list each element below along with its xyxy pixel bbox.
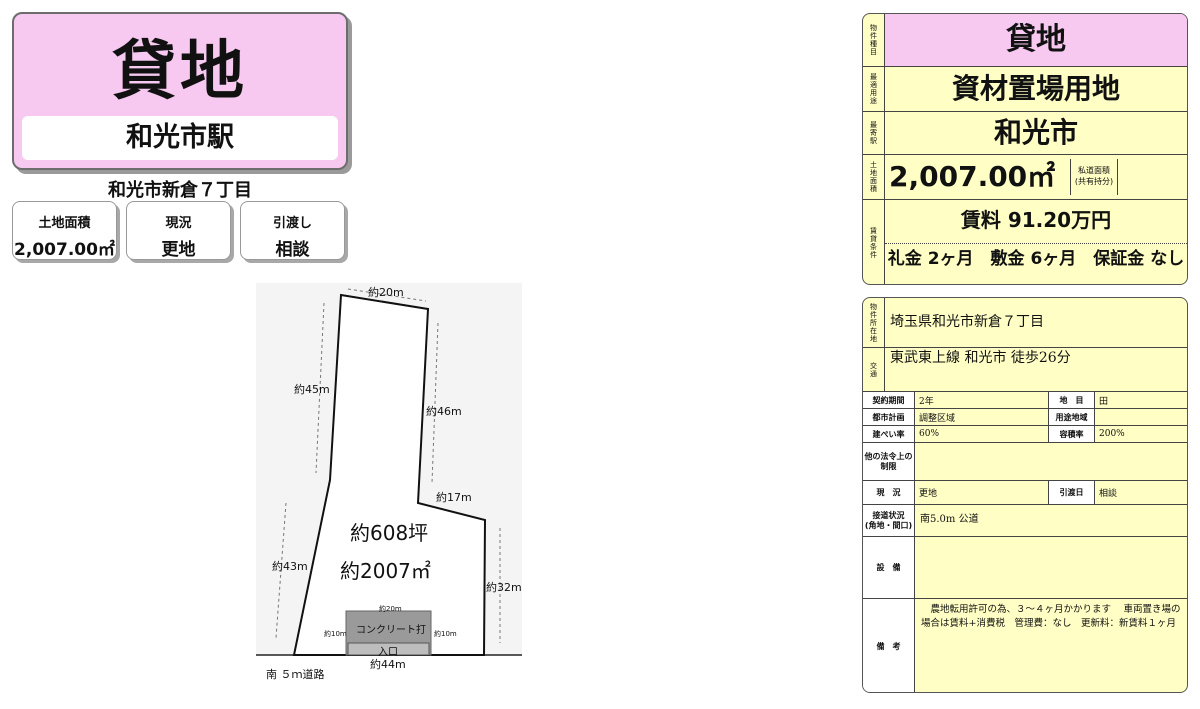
row-side-label: 賃貸条件: [863, 200, 885, 284]
summary-table: 物件種目 貸地 最適用途 資材置場用地 最寄駅 和光市 土地面積 2,007.0…: [862, 13, 1188, 285]
plot-outline: [292, 293, 487, 656]
cell-label: 地 目: [1049, 392, 1095, 408]
dim-west-lower: 約43m: [272, 560, 308, 573]
detail-transport: 東武東上線 和光市 徒歩26分: [890, 350, 1071, 366]
cell-label: 契約期間: [863, 392, 915, 408]
cell-label: 接道状況 (角地・間口): [863, 505, 915, 536]
deposit-terms: 礼金 2ヶ月 敷金 6ヶ月 保証金 なし: [887, 249, 1185, 269]
entrance-label: 入口: [378, 647, 398, 658]
row-side-label: 交通: [863, 348, 885, 391]
detail-row-facilities: 設 備: [863, 537, 1187, 599]
cell-label: 現 況: [863, 481, 915, 504]
land-plan-drawing: [256, 283, 522, 683]
summary-use: 資材置場用地: [951, 72, 1120, 105]
area-m2: 約2007㎡: [340, 559, 431, 583]
summary-area: 2,007.00㎡: [889, 160, 1056, 193]
entrance-mark: [347, 642, 430, 656]
detail-row-contract: 契約期間 2年 地 目 田: [863, 392, 1187, 409]
dim-south: 約44m: [370, 658, 406, 671]
row-side-label: 最寄駅: [863, 112, 885, 154]
private-road-label: 私道面積 (共有持分): [1070, 159, 1118, 195]
info-box-area: 土地面積 2,007.00㎡: [12, 201, 117, 260]
details-table: 物件所在地 埼玉県和光市新倉７丁目 交通 東武東上線 和光市 徒歩26分 契約期…: [862, 297, 1188, 693]
summary-row-area: 土地面積 2,007.00㎡ 私道面積 (共有持分): [863, 155, 1187, 200]
info-box-label: 引渡し: [272, 216, 312, 231]
info-box-value: 更地: [161, 240, 196, 260]
property-type-title: 貸地: [112, 35, 248, 109]
dim-concrete-width: 約20m: [379, 605, 402, 613]
info-box-value: 2,007.00㎡: [14, 240, 115, 260]
detail-row-address: 物件所在地 埼玉県和光市新倉７丁目: [863, 298, 1187, 348]
detail-address: 埼玉県和光市新倉７丁目: [890, 314, 1044, 330]
cell-value: [915, 537, 1187, 598]
divider: [885, 243, 1187, 244]
cell-label: 建ぺい率: [863, 426, 915, 442]
info-box-label: 現況: [165, 216, 192, 231]
address-line: 和光市新倉７丁目: [108, 180, 252, 201]
cell-value: 2年: [915, 392, 1049, 408]
summary-row-type: 物件種目 貸地: [863, 14, 1187, 67]
cell-label: 引渡日: [1049, 481, 1095, 504]
dim-east-lower: 約32m: [486, 581, 522, 594]
dim-step: 約17m: [436, 491, 472, 504]
row-side-label: 最適用途: [863, 67, 885, 111]
detail-row-legal: 他の法令上の制限: [863, 443, 1187, 481]
dim-north: 約20m: [368, 286, 404, 299]
road-label: 南 ５ｍ道路: [266, 668, 325, 681]
detail-row-transport: 交通 東武東上線 和光市 徒歩26分: [863, 348, 1187, 392]
cell-label: 備 考: [863, 599, 915, 692]
dim-concrete-right: 約10m: [434, 630, 457, 638]
concrete-label: コンクリート打: [356, 625, 426, 636]
info-box-handover: 引渡し 相談: [240, 201, 345, 260]
row-side-label: 土地面積: [863, 155, 885, 199]
cell-value: 調整区域: [915, 409, 1049, 425]
detail-row-planning: 都市計画 調整区域 用途地域: [863, 409, 1187, 426]
detail-row-road: 接道状況 (角地・間口) 南5.0m 公道: [863, 505, 1187, 537]
detail-row-ratios: 建ぺい率 60% 容積率 200%: [863, 426, 1187, 443]
summary-row-use: 最適用途 資材置場用地: [863, 67, 1187, 112]
summary-row-station: 最寄駅 和光市: [863, 112, 1187, 155]
info-box-value: 相談: [275, 240, 310, 260]
cell-label: 容積率: [1049, 426, 1095, 442]
dim-west-upper: 約45m: [294, 383, 330, 396]
cell-value: 田: [1099, 396, 1109, 407]
cell-value: 更地: [915, 481, 1049, 504]
cell-value: 相談: [1099, 489, 1118, 499]
summary-row-terms: 賃貸条件 賃料 91.20万円 礼金 2ヶ月 敷金 6ヶ月 保証金 なし: [863, 200, 1187, 284]
row-side-label: 物件種目: [863, 14, 885, 66]
station-label: 和光市駅: [22, 116, 338, 160]
rent-label: 賃料 91.20万円: [960, 208, 1112, 232]
cell-value: 南5.0m 公道: [920, 514, 979, 525]
cell-label: 用途地域: [1049, 409, 1095, 425]
cell-label: 都市計画: [863, 409, 915, 425]
detail-row-remarks: 備 考 農地転用許可の為、３～４ヶ月かかります 車両置き場の場合は賃料+消費税 …: [863, 599, 1187, 692]
cell-label: 他の法令上の制限: [863, 443, 915, 480]
cell-value: 60%: [915, 426, 1049, 442]
land-plan: 約20m 約45m 約46m 約17m 約43m 約32m 約608坪 約200…: [256, 283, 522, 683]
cell-value: [1095, 409, 1187, 425]
row-side-label: 物件所在地: [863, 298, 885, 347]
cell-value: 200%: [1099, 429, 1125, 439]
cell-value: [915, 443, 1187, 480]
summary-station: 和光市: [993, 116, 1078, 149]
info-box-status: 現況 更地: [126, 201, 231, 260]
area-tsubo: 約608坪: [350, 521, 429, 545]
summary-type: 貸地: [885, 14, 1187, 66]
dim-concrete-left: 約10m: [324, 630, 347, 638]
info-box-label: 土地面積: [38, 216, 91, 231]
title-card: 貸地 和光市駅: [12, 12, 348, 170]
cell-label: 設 備: [863, 537, 915, 598]
remarks-text: 農地転用許可の為、３～４ヶ月かかります 車両置き場の場合は賃料+消費税 管理費：…: [921, 604, 1181, 629]
dim-east-upper: 約46m: [426, 405, 462, 418]
detail-row-status: 現 況 更地 引渡日 相談: [863, 481, 1187, 505]
